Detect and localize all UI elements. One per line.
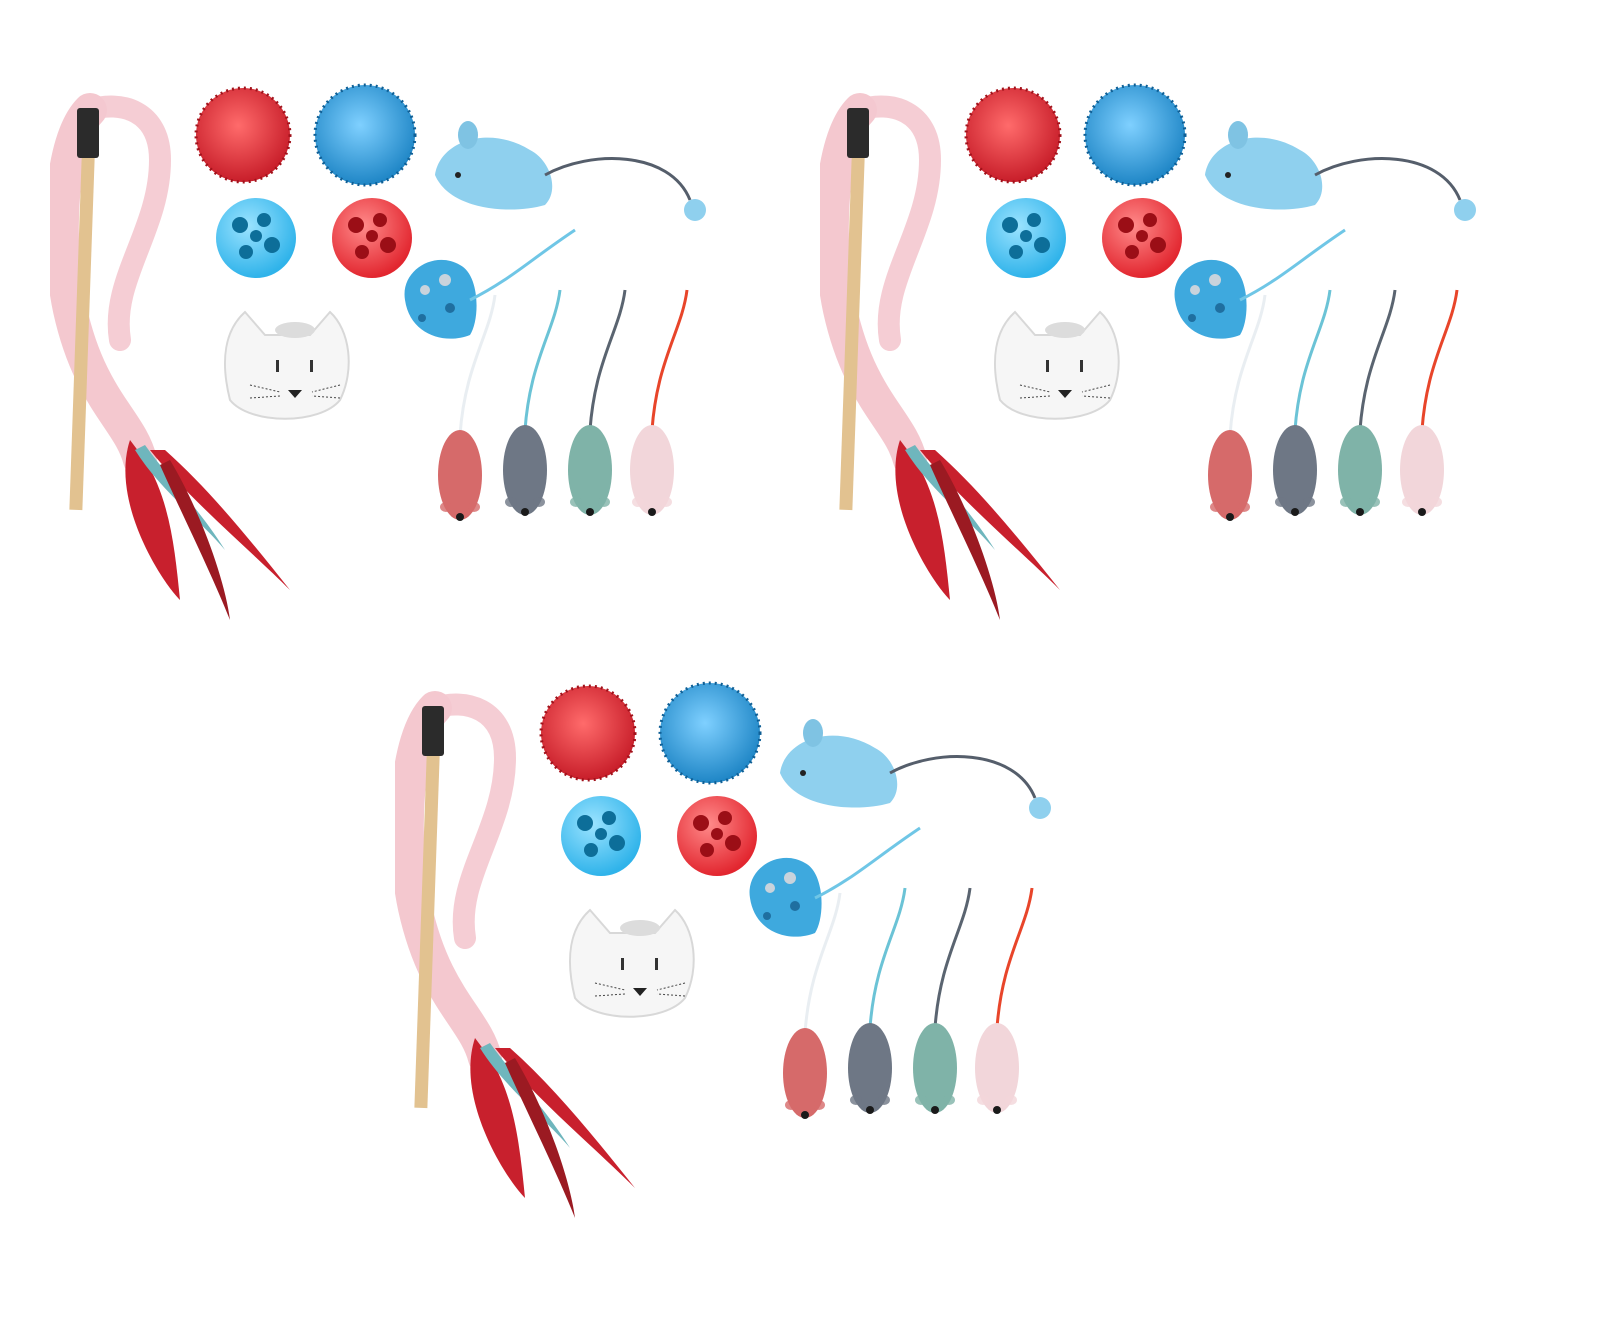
plush-mouse-icon	[1174, 228, 1346, 339]
mini-mouse-icon	[1208, 294, 1267, 521]
toy-set-2	[820, 83, 1476, 620]
jingle-ball-icon	[561, 796, 641, 876]
mini-mouse-icon	[503, 289, 562, 516]
pom-ball-icon	[539, 684, 637, 782]
cat-face-pillow-icon	[994, 310, 1120, 420]
wand-toy-icon	[820, 93, 1060, 620]
pom-ball-icon	[1083, 83, 1187, 187]
plush-mouse-icon	[780, 719, 1051, 819]
jingle-ball-icon	[986, 198, 1066, 278]
pom-ball-icon	[964, 86, 1062, 184]
toy-set-1	[50, 83, 706, 620]
mini-mouse-icon	[568, 289, 627, 516]
mini-mouse-icon	[975, 887, 1034, 1114]
pom-ball-icon	[194, 86, 292, 184]
mini-mouse-icon	[913, 887, 972, 1114]
mini-mouse-icon	[630, 289, 689, 516]
plush-mouse-icon	[749, 826, 921, 937]
cat-face-pillow-icon	[569, 908, 695, 1018]
mini-mouse-icon	[1400, 289, 1459, 516]
wand-toy-icon	[395, 691, 635, 1218]
cat-face-pillow-icon	[224, 310, 350, 420]
plush-mouse-icon	[404, 228, 576, 339]
wand-toy-icon	[50, 93, 290, 620]
mini-mouse-icon	[848, 887, 907, 1114]
jingle-ball-icon	[677, 796, 757, 876]
pom-ball-icon	[658, 681, 762, 785]
mini-mouse-icon	[783, 892, 842, 1119]
toy-set-3	[395, 681, 1051, 1218]
mini-mouse-icon	[438, 294, 497, 521]
mini-mouse-icon	[1338, 289, 1397, 516]
mini-mouse-icon	[1273, 289, 1332, 516]
jingle-ball-icon	[216, 198, 296, 278]
plush-mouse-icon	[435, 121, 706, 221]
jingle-ball-icon	[332, 198, 412, 278]
jingle-ball-icon	[1102, 198, 1182, 278]
plush-mouse-icon	[1205, 121, 1476, 221]
pom-ball-icon	[313, 83, 417, 187]
